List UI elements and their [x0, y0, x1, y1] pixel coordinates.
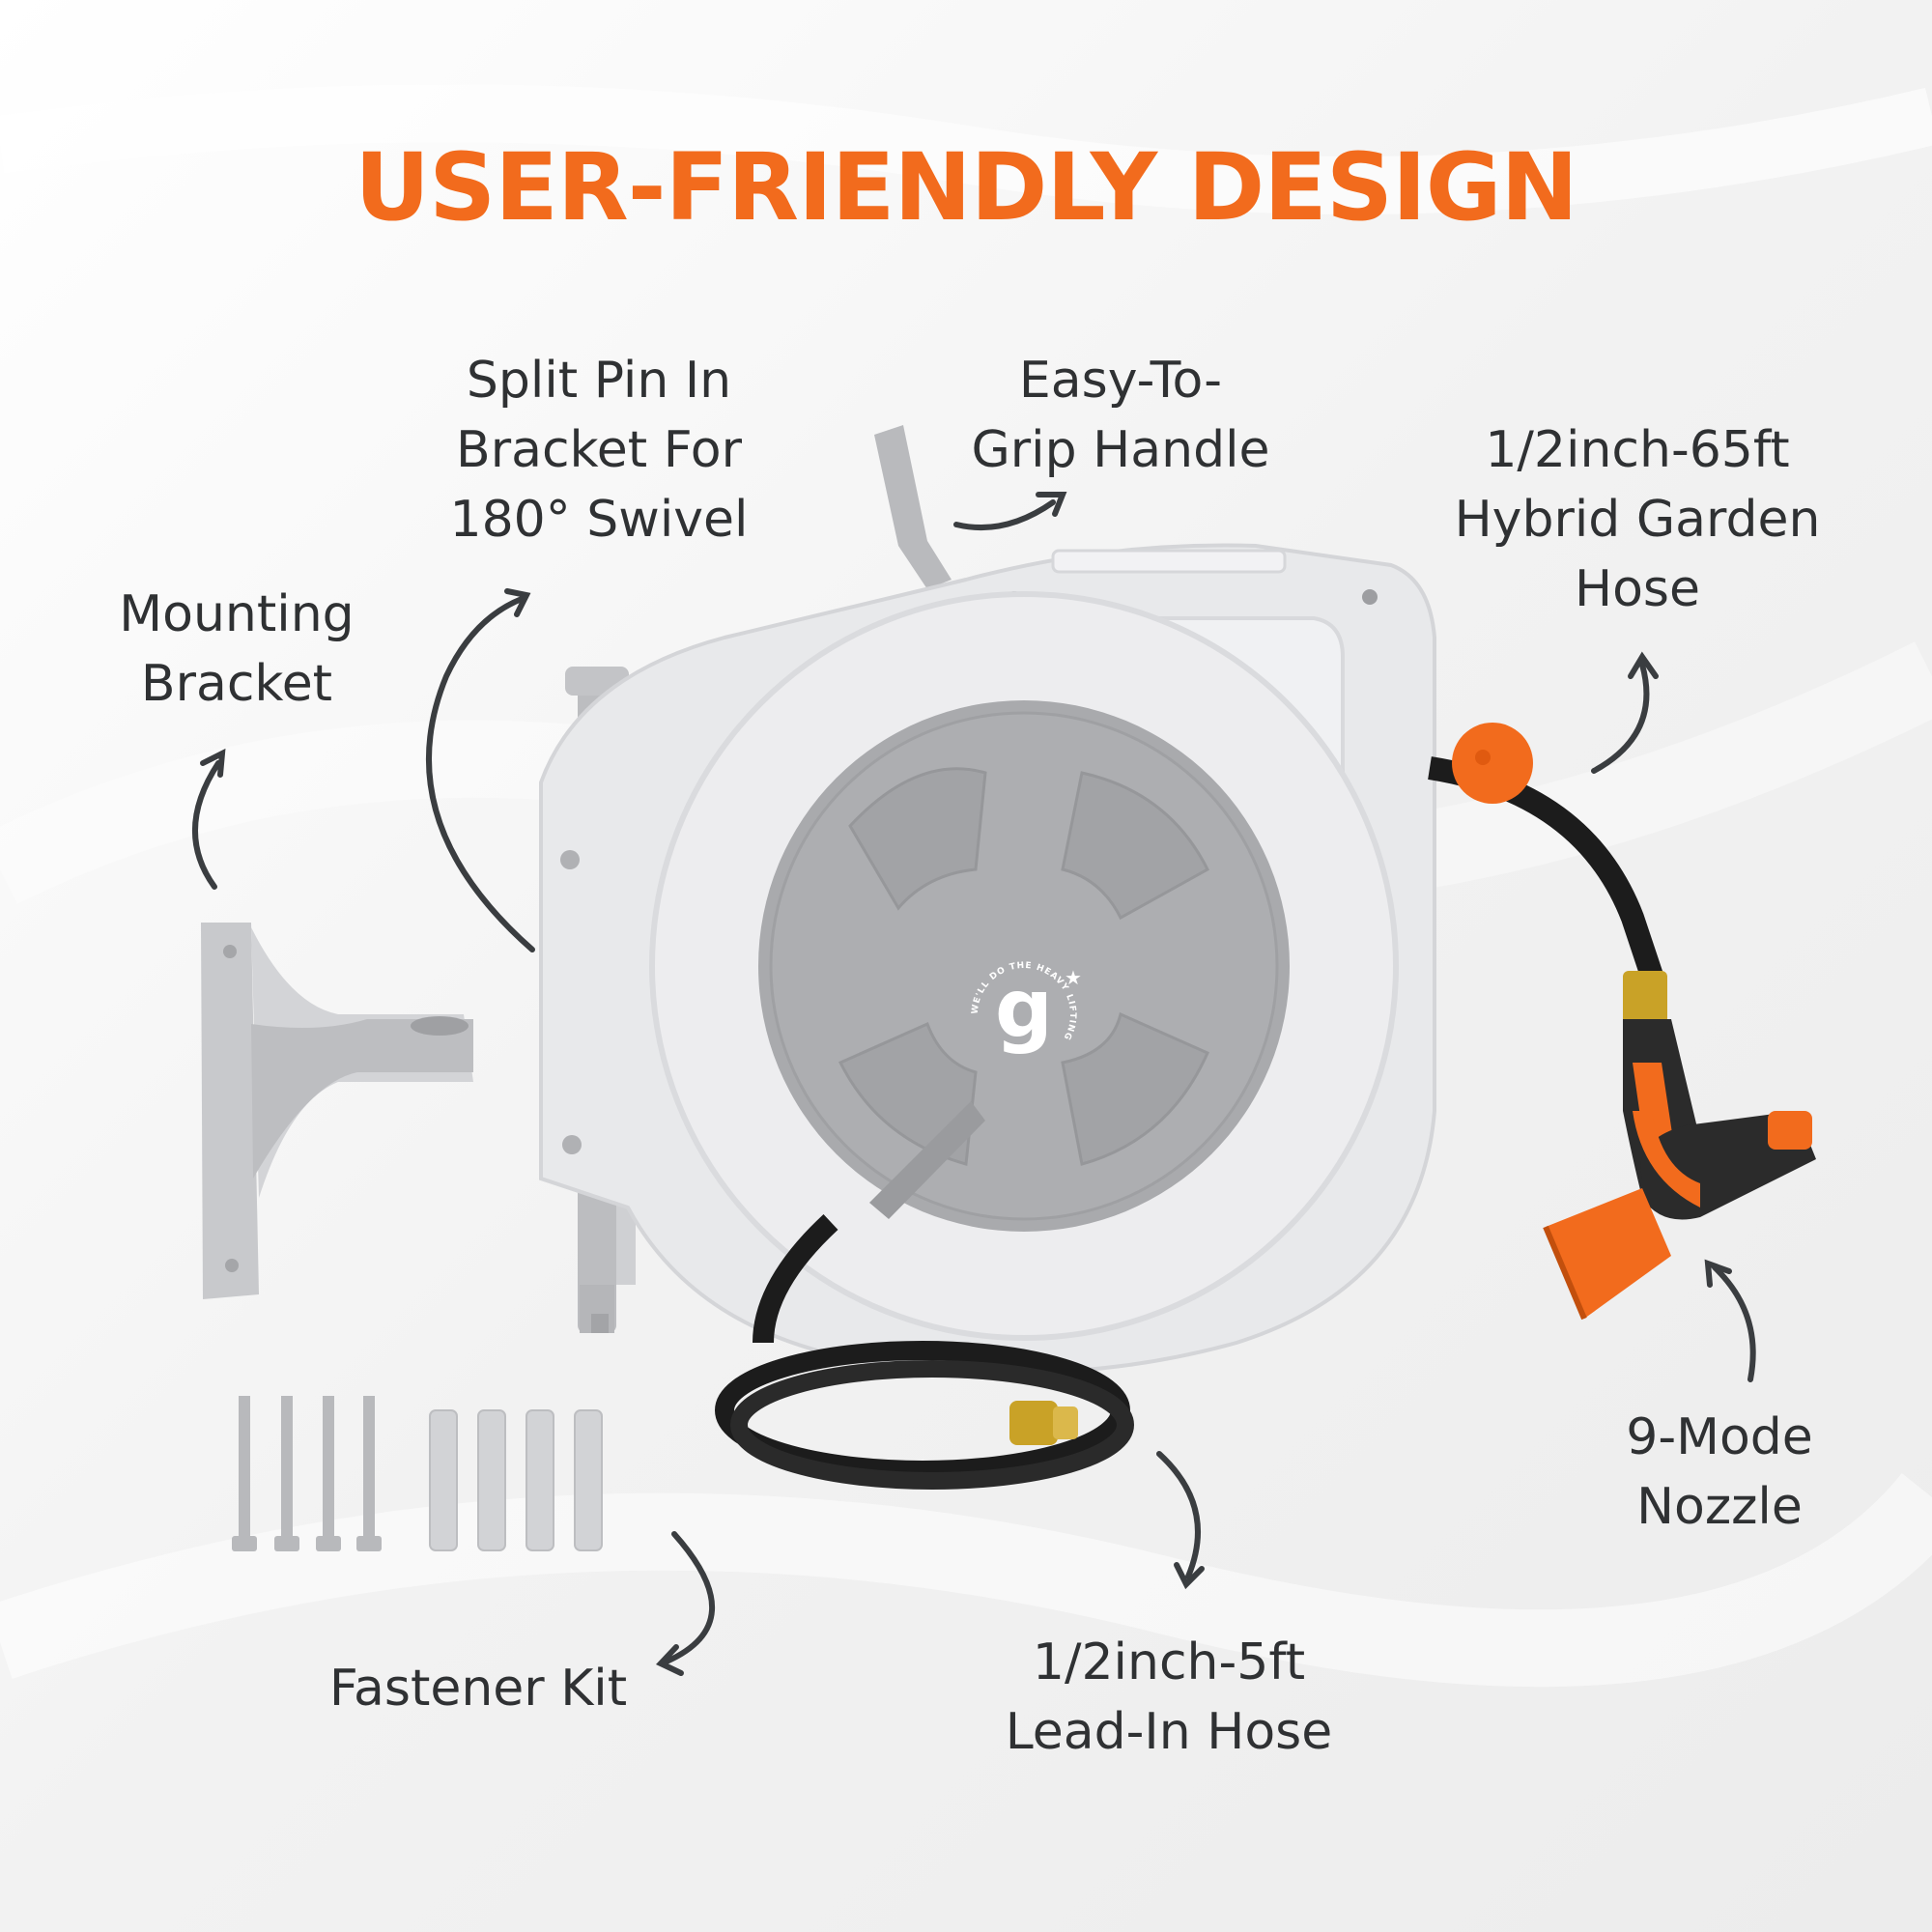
page-title: USER-FRIENDLY DESIGN — [355, 133, 1578, 242]
label-grip-handle: Easy-To- Grip Handle — [971, 352, 1270, 479]
arrow-curved-icon — [191, 492, 1756, 1676]
fastener-kit — [232, 1396, 603, 1551]
hose-reel-body — [539, 543, 1436, 1376]
lead-in-hose — [715, 1213, 1134, 1490]
reel-logo-ring: WE'LL DO THE HEAVY LIFTING — [971, 961, 1076, 1042]
grip-handle — [874, 425, 952, 589]
mounting-bracket — [201, 923, 473, 1299]
label-nozzle: 9-Mode Nozzle — [1626, 1408, 1813, 1536]
label-mounting-bracket: Mounting Bracket — [119, 585, 355, 713]
reel-logo: WE'LL DO THE HEAVY LIFTING g ★ — [966, 956, 1082, 1072]
star-icon: ★ — [1065, 966, 1082, 989]
label-split-pin: Split Pin In Bracket For 180° Swivel — [449, 352, 749, 549]
garden-hose-and-nozzle — [1428, 723, 1816, 1321]
reel-logo-letter: g — [994, 961, 1054, 1056]
label-fastener-kit: Fastener Kit — [328, 1660, 628, 1718]
label-garden-hose: 1/2inch-65ft Hybrid Garden Hose — [1454, 421, 1821, 618]
label-lead-in-hose: 1/2inch-5ft Lead-In Hose — [1005, 1634, 1333, 1761]
